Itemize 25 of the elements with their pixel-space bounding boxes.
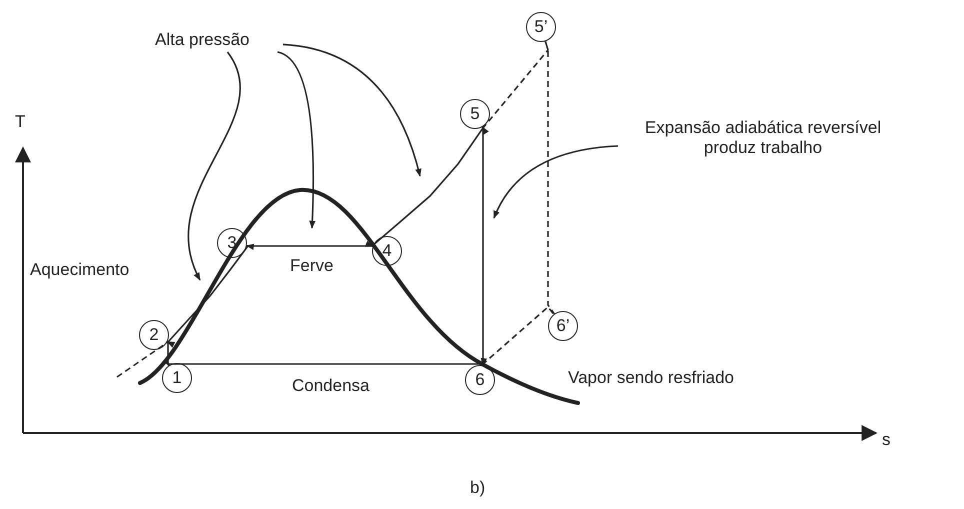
process-arrow [246, 240, 374, 248]
dashed-line [544, 41, 555, 314]
leader-arrow [277, 51, 316, 229]
process-arrow [370, 126, 489, 247]
caption: b) [470, 478, 486, 498]
process-arrow [166, 341, 176, 366]
state-number: 5 [460, 99, 490, 129]
state-number: 2 [139, 320, 169, 350]
leader-arrow [282, 44, 422, 177]
dashed-line [482, 306, 554, 366]
state-number: 5’ [526, 12, 556, 42]
annotation-text: Expansão adiabática reversível produz trabalho [618, 118, 908, 159]
text-label: Aquecimento [30, 260, 130, 280]
state-number: 1 [162, 363, 192, 393]
state-number: 6’ [548, 311, 578, 341]
process-arrow [167, 244, 254, 343]
annotation-text: Alta pressão [155, 30, 250, 50]
state-number: 6 [465, 365, 495, 395]
text-label: Vapor sendo resfriado [568, 368, 734, 388]
leader-arrow [188, 52, 241, 281]
state-number: 4 [372, 236, 402, 266]
dashed-line [482, 41, 549, 130]
text-label: s [882, 430, 890, 450]
text-label: T [15, 112, 26, 132]
leader-arrow [493, 145, 618, 219]
